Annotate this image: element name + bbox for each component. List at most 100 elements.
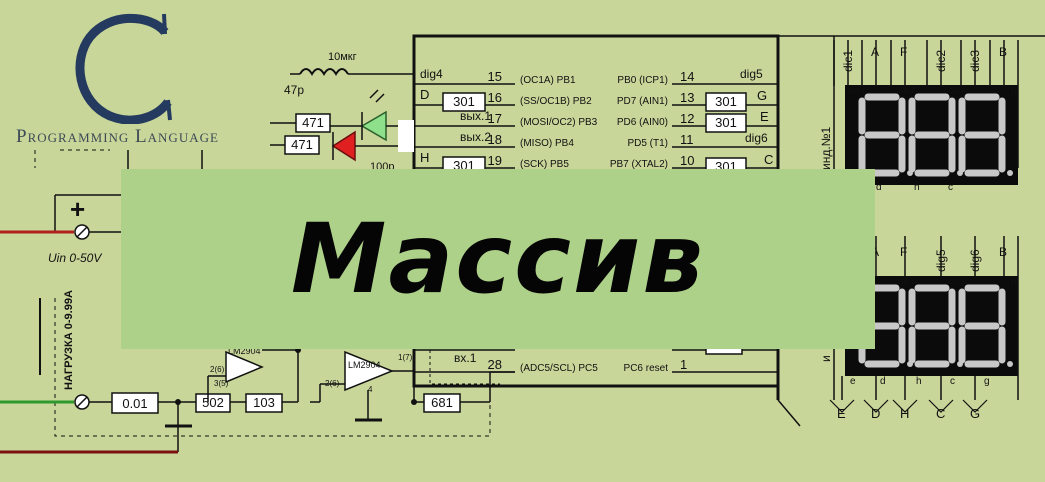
mcu-pin-label: PB0 (ICP1) xyxy=(617,75,668,86)
net-label: вых.2 xyxy=(460,130,491,144)
dash-line xyxy=(34,149,110,168)
segment-label: h xyxy=(916,376,922,387)
display-frame xyxy=(777,399,801,427)
display-side-label: и xyxy=(819,355,833,362)
mcu-pin-number: 1 xyxy=(680,357,687,372)
display-footer-bracket xyxy=(962,399,988,413)
resistor-mcu-right xyxy=(705,92,747,112)
led-light-icon xyxy=(369,89,385,103)
display-header-label: A xyxy=(871,245,879,259)
resistor-103 xyxy=(245,393,283,413)
display-side-label: инд.№1 xyxy=(819,126,833,170)
mcu-pin-label: PD7 (AIN1) xyxy=(617,96,668,107)
display-footer-label: G xyxy=(970,406,980,421)
led-highlight xyxy=(398,120,414,152)
resistor-value: 301 xyxy=(715,115,737,130)
opamp-pin-label: 3(5) xyxy=(214,379,229,388)
mcu-pin-label: (MISO) PB4 xyxy=(520,138,574,149)
resistor-681 xyxy=(423,393,461,413)
resistor-mcu-left xyxy=(442,92,486,112)
net-label: вх.1 xyxy=(454,351,477,365)
display-dig-label: b xyxy=(1011,87,1017,98)
segment-label: g xyxy=(984,376,990,387)
segment-label: h xyxy=(914,182,920,193)
input-voltage-label: Uin 0-50V xyxy=(48,251,102,265)
opamp-label: LM2904 xyxy=(348,360,381,370)
red-led-icon xyxy=(331,130,356,162)
display-header-label: F xyxy=(900,245,907,259)
display-dig-label: DIG 3 xyxy=(949,280,965,286)
opamp-pin-label: 4 xyxy=(368,385,373,394)
opamp-icon xyxy=(344,350,395,392)
net-label: D xyxy=(420,87,429,102)
dash-line xyxy=(429,350,500,385)
mcu-pin-label: (MOSI/OC2) PB3 xyxy=(520,117,598,128)
mcu-pin-label: PC6 reset xyxy=(624,363,669,374)
mcu-pin-label: (OC1A) PB1 xyxy=(520,75,576,86)
mcu-pin-number: 11 xyxy=(680,132,694,147)
net-label: G xyxy=(757,88,767,103)
net-label: E xyxy=(760,109,769,124)
mcu-pin-label: PD5 (T1) xyxy=(627,138,668,149)
opamp-icon xyxy=(225,350,264,384)
mcu-pin-label: (ADC5/SCL) PC5 xyxy=(520,363,598,374)
mcu-pin-number: 15 xyxy=(488,69,502,84)
mcu-pin-number: 19 xyxy=(488,153,502,168)
display-dig-label: b xyxy=(1011,278,1017,289)
mcu-pin-number: 16 xyxy=(488,90,502,105)
net-label: H xyxy=(420,150,429,165)
inductor-coil xyxy=(299,68,349,76)
dash-boundary xyxy=(54,298,491,437)
display-dig-label: DIG 2 xyxy=(899,280,915,286)
display-dig-label: DIG 2 xyxy=(899,89,915,95)
display-footer-label: D xyxy=(871,406,880,421)
net-label: вых.1 xyxy=(460,109,491,123)
c-logo-icon xyxy=(75,13,172,124)
resistor-value: 502 xyxy=(202,395,224,410)
resistor-value: 471 xyxy=(291,137,313,152)
load-label: НАГРУЗКА 0-9.99A xyxy=(63,290,75,390)
resistor-502 xyxy=(195,393,231,413)
display-footer-label: E xyxy=(837,406,846,421)
resistor-value: 103 xyxy=(253,395,275,410)
resistor-value: 0.01 xyxy=(122,396,147,411)
net-label: dig6 xyxy=(745,131,768,145)
segment-label: d xyxy=(880,376,886,387)
display-header-label: B xyxy=(999,245,1007,259)
net-label: dig4 xyxy=(420,67,443,81)
plus-sign: + xyxy=(70,194,85,224)
mcu-pin-number: 10 xyxy=(680,153,694,168)
bottom-digit-dot xyxy=(1007,361,1013,367)
mcu-pin-number: 14 xyxy=(680,69,694,84)
resistor-value: 301 xyxy=(453,94,475,109)
mcu-pin-number: 17 xyxy=(488,111,502,126)
mcu-pin-number: 13 xyxy=(680,90,694,105)
green-led-icon xyxy=(360,110,387,142)
mcu-pin-number: 12 xyxy=(680,111,694,126)
resistor-mcu-right xyxy=(705,113,747,133)
display-header-label: F xyxy=(900,45,907,59)
opamp-pin-label: 1(7) xyxy=(398,353,413,362)
terminal-slash xyxy=(76,226,88,238)
mcu-pin-label: (SCK) PB5 xyxy=(520,159,569,170)
logo-title: Programming Language xyxy=(16,126,219,147)
resistor-value: 301 xyxy=(715,94,737,109)
resistor-value: 471 xyxy=(302,115,324,130)
display-dig-label: DIG 3 xyxy=(949,89,965,95)
display-footer-label: C xyxy=(936,406,945,421)
top-digit-dot xyxy=(1007,170,1013,176)
segment-label: e xyxy=(850,376,856,387)
capacitor-label: 47р xyxy=(284,83,304,97)
display-header-label: B xyxy=(999,45,1007,59)
display-dig-label: DIG 1 xyxy=(849,89,865,95)
net-label: dig5 xyxy=(740,67,763,81)
mcu-pin-number: 18 xyxy=(488,132,502,147)
segment-label: c xyxy=(948,182,953,193)
display-footer-bracket xyxy=(892,399,918,413)
banner-title: Массив xyxy=(290,203,706,315)
opamp-pin-label: 2(6) xyxy=(210,365,225,374)
net-label: C xyxy=(764,152,773,167)
terminal-slash xyxy=(76,396,88,408)
